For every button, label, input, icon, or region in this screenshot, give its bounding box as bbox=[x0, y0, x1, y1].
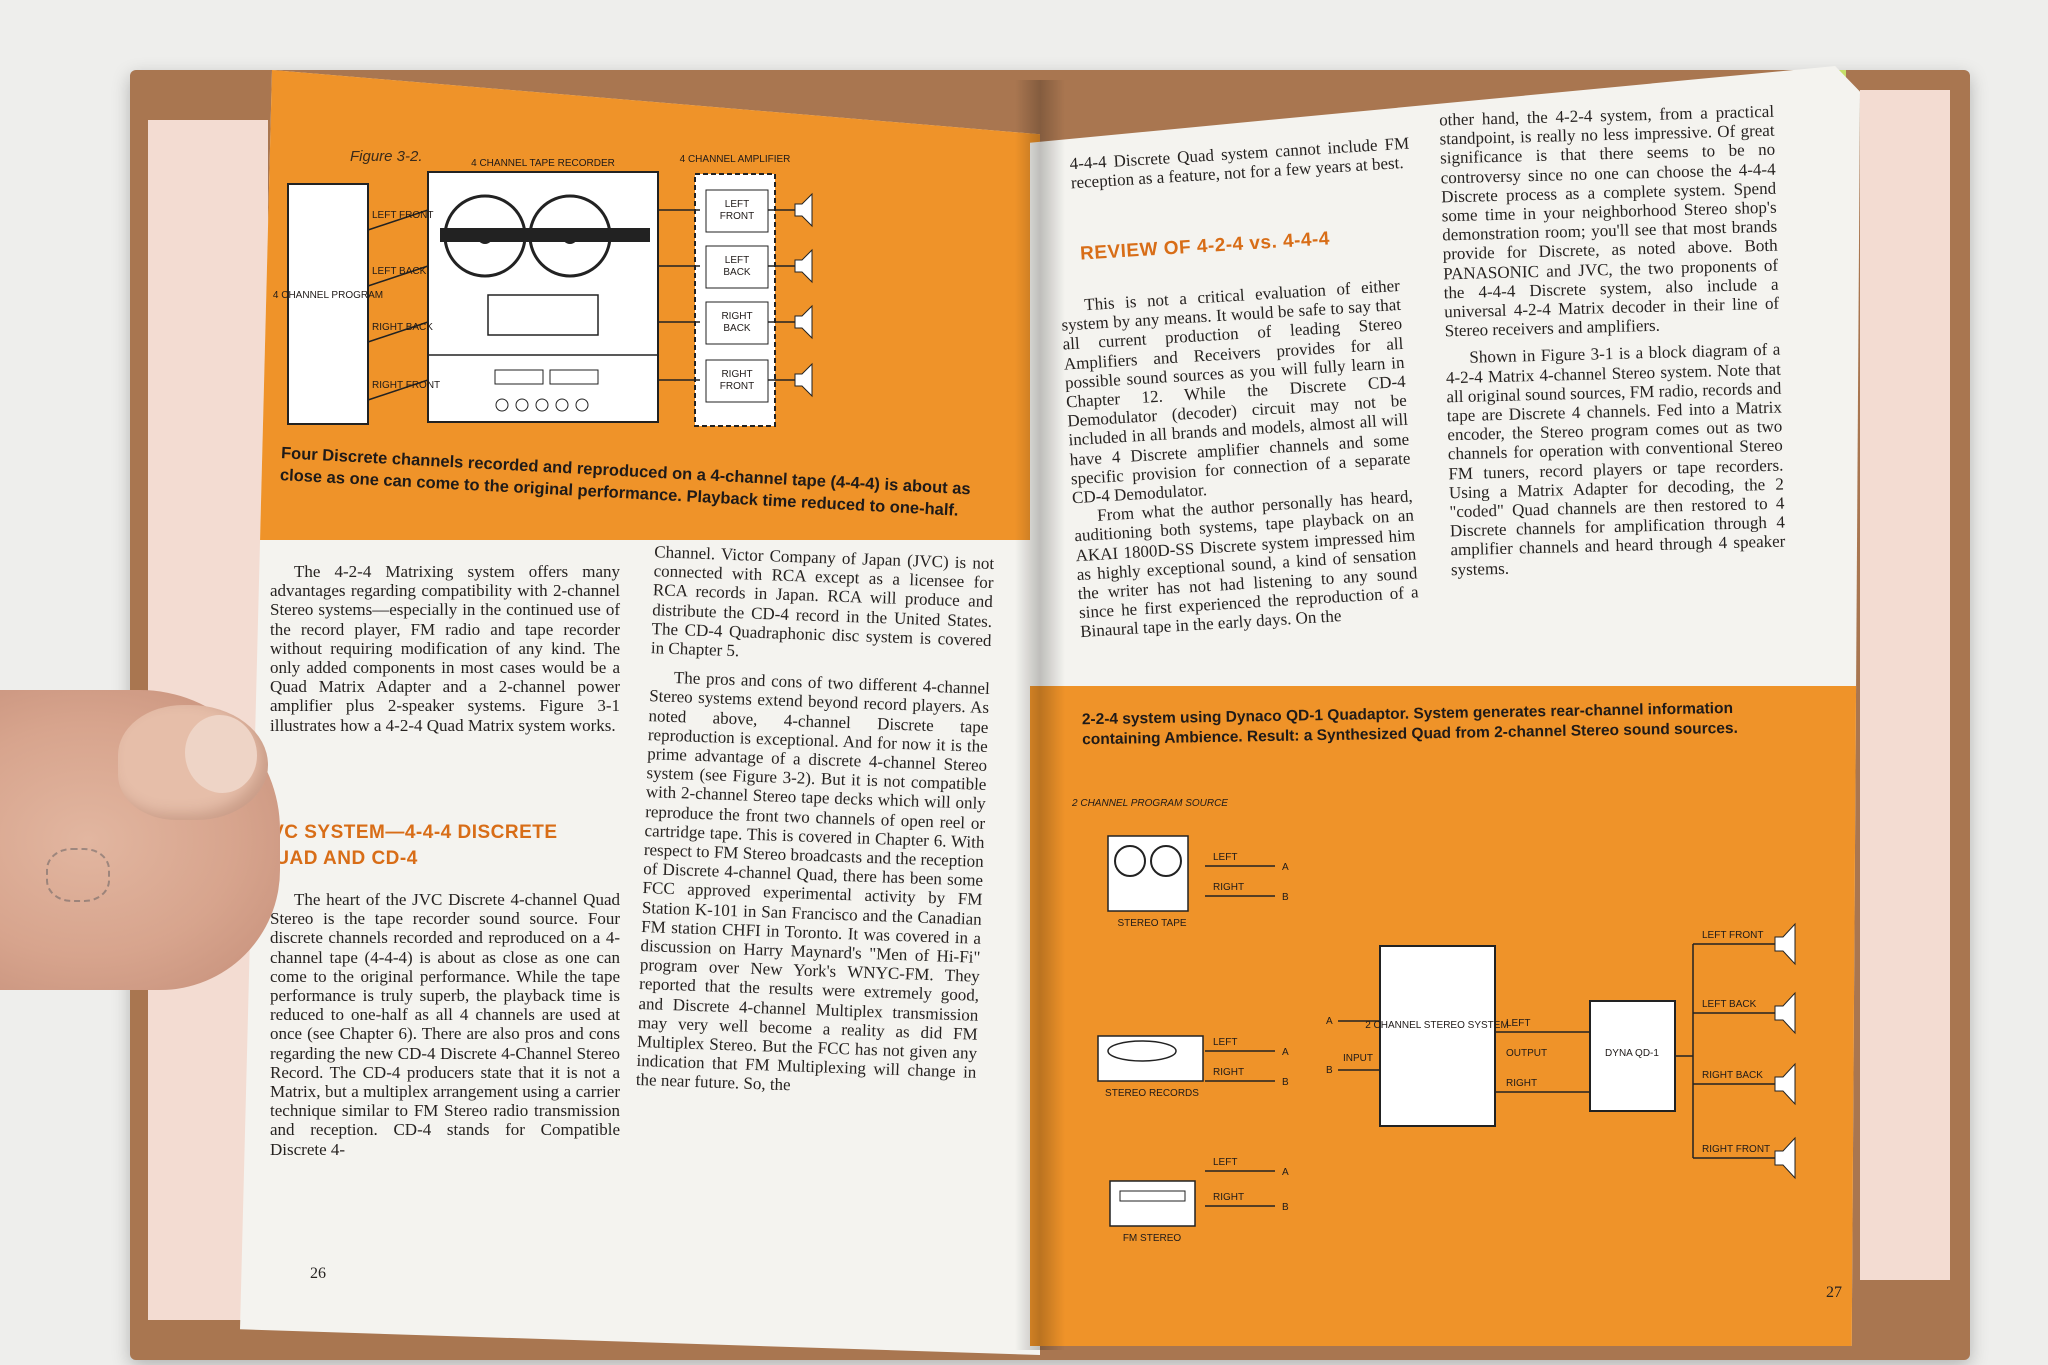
two-channel-diagram: 2 CHANNEL PROGRAM SOURCE STEREO TAPE LEFT… bbox=[1071, 798, 1796, 1244]
stereo-box-label: 2 CHANNEL STEREO SYSTEM bbox=[1365, 1020, 1509, 1031]
speaker-icon bbox=[794, 362, 813, 398]
input-a-label: A bbox=[1326, 1016, 1333, 1027]
amplifier-channel-label: RIGHT bbox=[721, 369, 752, 380]
left-label: LEFT bbox=[1213, 1037, 1237, 1048]
amplifier-channel-box bbox=[705, 301, 769, 345]
input-line bbox=[367, 209, 429, 231]
speaker-icon bbox=[1774, 1136, 1796, 1180]
amplifier-channel-label: FRONT bbox=[720, 381, 754, 392]
input-line bbox=[367, 379, 429, 401]
source-labels: STEREO TAPE LEFT A RIGHT B STEREO RECORDS LEFT… bbox=[1105, 852, 1289, 1244]
amplifier-channel-label: BACK bbox=[723, 267, 751, 278]
endpaper-right bbox=[1860, 90, 1950, 1280]
left-page: Figure 3-2. 4 CHANNEL PROGRAM 4 CHANN bbox=[240, 70, 1040, 1355]
paragraph: Channel. Victor Company of Japan (JVC) i… bbox=[650, 542, 995, 661]
output-channel-label: RIGHT FRONT bbox=[1702, 1144, 1770, 1155]
left-column-2: Channel. Victor Company of Japan (JVC) i… bbox=[636, 542, 995, 1101]
dyna-box-label: DYNA QD-1 bbox=[1605, 1048, 1659, 1059]
right-label: RIGHT bbox=[1213, 1067, 1244, 1078]
paragraph: The 4-2-4 Matrixing system offers many a… bbox=[270, 562, 620, 735]
source-name: STEREO TAPE bbox=[1117, 918, 1186, 929]
paragraph: The pros and cons of two different 4-cha… bbox=[635, 668, 991, 1095]
tape-recorder-box bbox=[427, 171, 659, 423]
input-label: INPUT bbox=[1343, 1053, 1373, 1064]
page-number-left: 26 bbox=[310, 1265, 326, 1282]
speaker-icon bbox=[1774, 991, 1796, 1035]
a-label: A bbox=[1282, 1047, 1289, 1058]
amplifier-channel-label: LEFT bbox=[725, 255, 749, 266]
four-channel-diagram: 4 CHANNEL PROGRAM 4 CHANNEL TAPE RECORDE… bbox=[273, 154, 813, 427]
input-b-label: B bbox=[1326, 1065, 1333, 1076]
speaker-icon bbox=[794, 304, 813, 340]
left-column-1: The 4-2-4 Matrixing system offers many a… bbox=[270, 562, 620, 735]
input-label: RIGHT BACK bbox=[372, 322, 433, 333]
speaker-icon bbox=[1774, 1062, 1796, 1106]
stereo-system-box: 2 CHANNEL STEREO SYSTEM bbox=[1365, 945, 1509, 1127]
speaker-icon bbox=[794, 192, 813, 228]
speaker-icon bbox=[1774, 922, 1796, 966]
left-label: LEFT bbox=[1213, 1157, 1237, 1168]
amplifier-channel-label: LEFT bbox=[725, 199, 749, 210]
amplifier-channel-label: RIGHT bbox=[721, 311, 752, 322]
output-right-label: RIGHT bbox=[1506, 1078, 1537, 1089]
amplifier-channel-box bbox=[705, 245, 769, 289]
output-channel-label: LEFT BACK bbox=[1702, 999, 1757, 1010]
amplifier-channel-label: BACK bbox=[723, 323, 751, 334]
dyna-box: DYNA QD-1 bbox=[1589, 1000, 1676, 1112]
amplifier-channel-box bbox=[705, 189, 769, 233]
fm-tuner-icon bbox=[1109, 1180, 1196, 1227]
right-label: RIGHT bbox=[1213, 1192, 1244, 1203]
stereo-tape-icon bbox=[1107, 835, 1189, 912]
page-number-right: 27 bbox=[1826, 1284, 1842, 1301]
tattoo bbox=[46, 848, 110, 902]
b-label: B bbox=[1282, 1077, 1289, 1088]
figure-label: Figure 3-2. bbox=[350, 148, 423, 165]
input-label: LEFT FRONT bbox=[372, 210, 433, 221]
paragraph: The heart of the JVC Discrete 4-channel … bbox=[270, 890, 620, 1159]
program-box-label: 4 CHANNEL PROGRAM bbox=[273, 290, 383, 301]
recorder-title: 4 CHANNEL TAPE RECORDER bbox=[471, 158, 615, 169]
turntable-icon bbox=[1097, 1035, 1204, 1082]
program-box: 4 CHANNEL PROGRAM bbox=[273, 183, 383, 425]
input-label: LEFT BACK bbox=[372, 266, 427, 277]
a-label: A bbox=[1282, 862, 1289, 873]
speaker-icon bbox=[794, 248, 813, 284]
source-name: FM STEREO bbox=[1123, 1233, 1182, 1244]
section-heading-jvc: JVC SYSTEM—4-4-4 DISCRETE QUAD AND CD-4 bbox=[260, 822, 558, 869]
left-column-1b: The heart of the JVC Discrete 4-channel … bbox=[270, 890, 620, 1159]
right-page: 4-4-4 Discrete Quad system cannot includ… bbox=[1030, 66, 1860, 1346]
output-channel-label: LEFT FRONT bbox=[1702, 930, 1763, 941]
thumbnail bbox=[185, 715, 257, 793]
input-line bbox=[367, 265, 429, 287]
a-label: A bbox=[1282, 1167, 1289, 1178]
amplifier-channel-box bbox=[705, 359, 769, 403]
output-label: OUTPUT bbox=[1506, 1048, 1547, 1059]
input-line bbox=[367, 321, 429, 343]
amplifier-channel-label: FRONT bbox=[720, 211, 754, 222]
input-label: RIGHT FRONT bbox=[372, 380, 440, 391]
routing-lines: A B INPUT LEFT OUTPUT RIGHT LEFT FRONT LEFT BAC… bbox=[1326, 922, 1796, 1180]
amplifier-title: 4 CHANNEL AMPLIFIER bbox=[680, 154, 791, 165]
source-name: STEREO RECORDS bbox=[1105, 1088, 1199, 1099]
output-channel-label: RIGHT BACK bbox=[1702, 1070, 1763, 1081]
right-label: RIGHT bbox=[1213, 882, 1244, 893]
output-left-label: LEFT bbox=[1506, 1018, 1530, 1029]
book-gutter bbox=[1015, 80, 1065, 1350]
b-label: B bbox=[1282, 892, 1289, 903]
left-label: LEFT bbox=[1213, 852, 1237, 863]
b-label: B bbox=[1282, 1202, 1289, 1213]
source-title: 2 CHANNEL PROGRAM SOURCE bbox=[1071, 798, 1228, 809]
